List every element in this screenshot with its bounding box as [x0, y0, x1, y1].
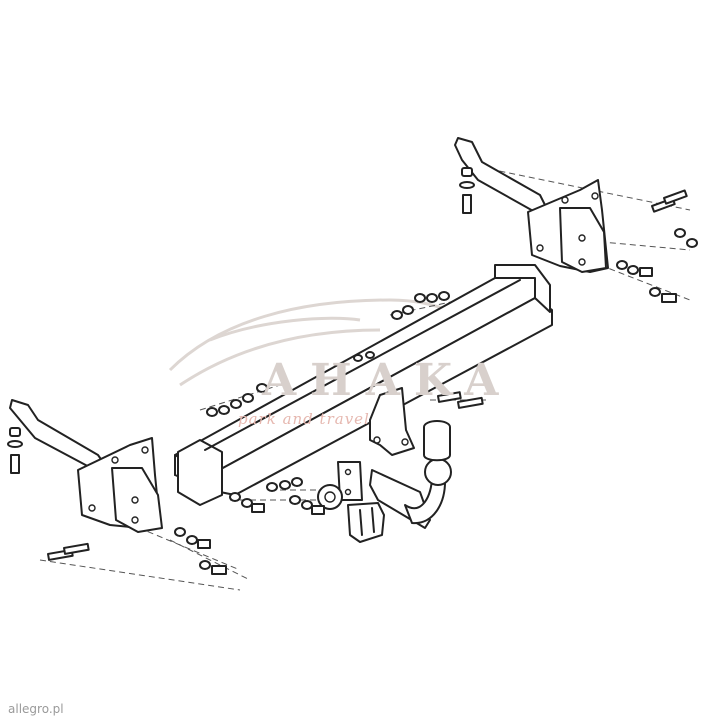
watermark-brand: AHAKA [262, 355, 513, 406]
socket-plate [337, 461, 363, 501]
source-watermark: allegro.pl [8, 702, 64, 716]
electrical-socket [317, 484, 385, 543]
bolts-nuts-washers-left [7, 383, 268, 575]
bolts-nuts-washers-right [391, 167, 698, 320]
bolts-nuts-washers-center [229, 351, 484, 515]
ball-neck-mount-plate [369, 387, 415, 456]
right-mounting-bracket [454, 137, 609, 273]
tow-ball [423, 420, 452, 486]
watermark-tagline: park and travel [238, 410, 370, 428]
left-mounting-bracket [9, 399, 163, 533]
